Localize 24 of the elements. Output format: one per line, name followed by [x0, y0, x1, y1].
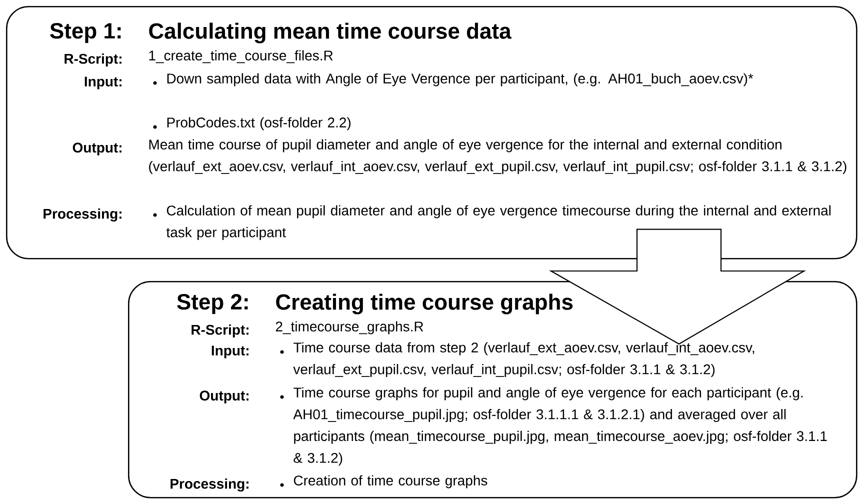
field-label: Input:	[84, 76, 122, 90]
field-value: ProbCodes.txt (osf-folder 2.2)	[167, 117, 350, 130]
field-value: Calculation of mean pupil diameter and angle of eye vergence timecourse during the internal and external task per participant	[166, 205, 831, 240]
field-value: 1_create_time_course_files.R	[149, 50, 333, 64]
field-label: Processing:	[44, 208, 122, 222]
field-label: Output:	[200, 390, 248, 404]
field-value: 2_timecourse_graphs.R	[276, 321, 424, 334]
step-number: Step 2:	[177, 294, 248, 314]
field-label: R-Script:	[64, 53, 122, 67]
field-value: Down sampled data with Angle of Eye Vergence per participant, (e.g. AH01_buch_aoev.csv)*	[167, 73, 754, 86]
field-label: R-Script:	[192, 324, 248, 338]
field-label: Output:	[72, 142, 122, 156]
field-value: Time course graphs for pupil and angle of eye vergence for each participant (e.g. AH01_timecourse_pupil.jpg; osf-folder 3.1.1.1 & 3.1.2.1) and averaged over all participants (mean_timecourse_pupil.jpg, mean_timecourse_aoev.jpg; osf-folder 3.1.1 & 3.1.2)	[293, 387, 827, 466]
step-box	[128, 281, 858, 498]
step-number: Step 1:	[50, 23, 121, 43]
block-arrow	[548, 228, 806, 345]
field-value: Mean time course of pupil diameter and angle of eye vergence for the internal and external condition (verlauf_ext_aoev.csv, verlauf_int_aoev.csv, verlauf_ext_pupil.csv, verlauf_int_pupil.csv; osf-folder 3.1.1 & 3.1.2)	[149, 139, 846, 174]
step-heading: Creating time course graphs	[276, 294, 573, 314]
field-value: Creation of time course graphs	[294, 475, 488, 488]
field-value: Time course data from step 2 (verlauf_ext_aoev.csv, verlauf_int_aoev.csv, verlauf_ext_pupil.csv, verlauf_int_pupil.csv; osf-folder 3.1.1 & 3.1.2)	[293, 342, 754, 378]
step-heading: Calculating mean time course data	[149, 22, 512, 44]
step-box	[6, 6, 858, 260]
field-label: Input:	[212, 346, 248, 358]
field-label: Processing:	[170, 478, 248, 492]
